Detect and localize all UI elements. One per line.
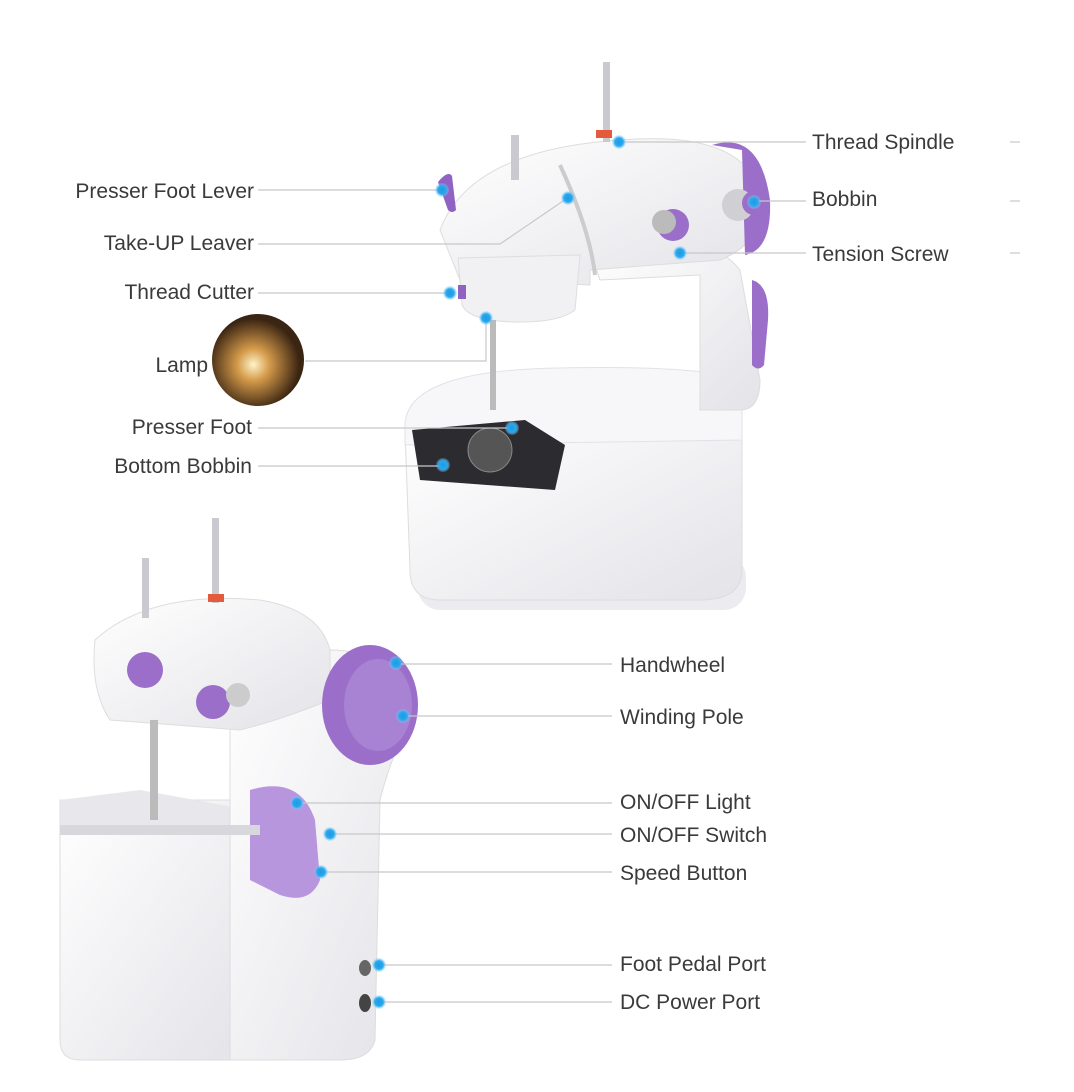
- label-bobbin: Bobbin: [812, 188, 878, 211]
- marker-take-up-lever: [561, 191, 575, 205]
- label-bottom-bobbin: Bottom Bobbin: [114, 455, 252, 478]
- marker-thread-spindle: [612, 135, 626, 149]
- label-dc-power-port: DC Power Port: [620, 991, 761, 1014]
- marker-presser-foot-lever: [435, 183, 449, 197]
- leader-lines: [258, 141, 1020, 1003]
- label-lamp: Lamp: [155, 354, 208, 377]
- lamp-photo: [212, 314, 304, 406]
- marker-on-off-light: [290, 796, 304, 810]
- label-presser-foot-lever: Presser Foot Lever: [75, 180, 254, 203]
- label-thread-spindle: Thread Spindle: [812, 131, 955, 154]
- label-winding-pole: Winding Pole: [620, 706, 744, 729]
- top-machine: [404, 62, 771, 610]
- marker-speed-button: [314, 865, 328, 879]
- label-on-off-light: ON/OFF Light: [620, 791, 751, 814]
- label-handwheel: Handwheel: [620, 654, 726, 677]
- marker-tension-screw: [673, 246, 687, 260]
- marker-on-off-switch: [323, 827, 337, 841]
- marker-foot-pedal-port: [372, 958, 386, 972]
- marker-dc-power-port: [372, 995, 386, 1009]
- marker-presser-foot: [505, 421, 519, 435]
- label-speed-button: Speed Button: [620, 862, 748, 885]
- marker-bobbin: [747, 195, 761, 209]
- label-tension-screw: Tension Screw: [812, 243, 949, 266]
- label-take-up-lever: Take-UP Leaver: [103, 232, 254, 255]
- marker-bottom-bobbin: [436, 458, 450, 472]
- bottom-machine: [59, 518, 418, 1061]
- label-presser-foot: Presser Foot: [131, 416, 252, 439]
- marker-handwheel: [389, 656, 403, 670]
- marker-lamp: [479, 311, 493, 325]
- marker-thread-cutter: [443, 286, 457, 300]
- label-on-off-switch: ON/OFF Switch: [620, 824, 768, 847]
- label-foot-pedal-port: Foot Pedal Port: [620, 953, 766, 976]
- marker-winding-pole: [396, 709, 410, 723]
- label-thread-cutter: Thread Cutter: [124, 281, 254, 304]
